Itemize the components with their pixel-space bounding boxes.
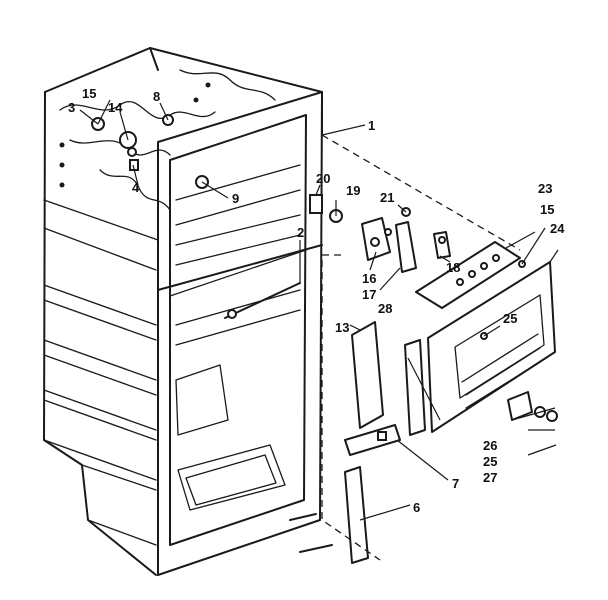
callout-4: 4: [132, 180, 140, 195]
control-assembly: [309, 194, 451, 273]
callout-19: 19: [346, 183, 360, 198]
callout-24: 24: [550, 221, 565, 236]
part-6-strip: [344, 466, 369, 564]
callout-28: 28: [378, 301, 392, 316]
callout-21: 21: [380, 190, 394, 205]
liner-frame: [157, 91, 323, 576]
callout-8: 8: [153, 89, 160, 104]
callout-9: 9: [232, 191, 239, 206]
callout-2: 2: [297, 225, 304, 240]
part-7-bracket: [344, 424, 401, 456]
callout-26: 26: [483, 438, 497, 453]
callout-3: 3: [68, 100, 75, 115]
callout-17: 17: [362, 287, 376, 302]
cabinet-shell: [43, 47, 323, 576]
callout-23: 23: [538, 181, 552, 196]
callout-13: 13: [335, 320, 349, 335]
callout-27: 27: [483, 470, 497, 485]
callout-labels: 1 2 3 4 6 7 8 9 13 14 15 16 17 18 19 20 …: [68, 86, 565, 515]
callout-25-upper: 25: [503, 311, 517, 326]
part-28-channel: [404, 339, 426, 436]
callout-1: 1: [368, 118, 375, 133]
callout-15-top: 15: [82, 86, 96, 101]
callout-16: 16: [362, 271, 376, 286]
air-duct-assembly: [415, 241, 558, 433]
part-20-icon: [309, 194, 323, 214]
leader-lines: [79, 99, 559, 521]
part-17-icon: [395, 221, 417, 273]
part-16-thermostat-icon: [361, 217, 391, 261]
callout-6: 6: [413, 500, 420, 515]
callout-14: 14: [108, 100, 123, 115]
callout-18: 18: [446, 260, 460, 275]
top-components: [91, 114, 209, 189]
callout-25-lower: 25: [483, 454, 497, 469]
part-18-icon: [433, 231, 451, 259]
part-13-panel: [351, 321, 384, 429]
callout-20: 20: [316, 171, 330, 186]
callout-7: 7: [452, 476, 459, 491]
callout-15-right: 15: [540, 202, 554, 217]
